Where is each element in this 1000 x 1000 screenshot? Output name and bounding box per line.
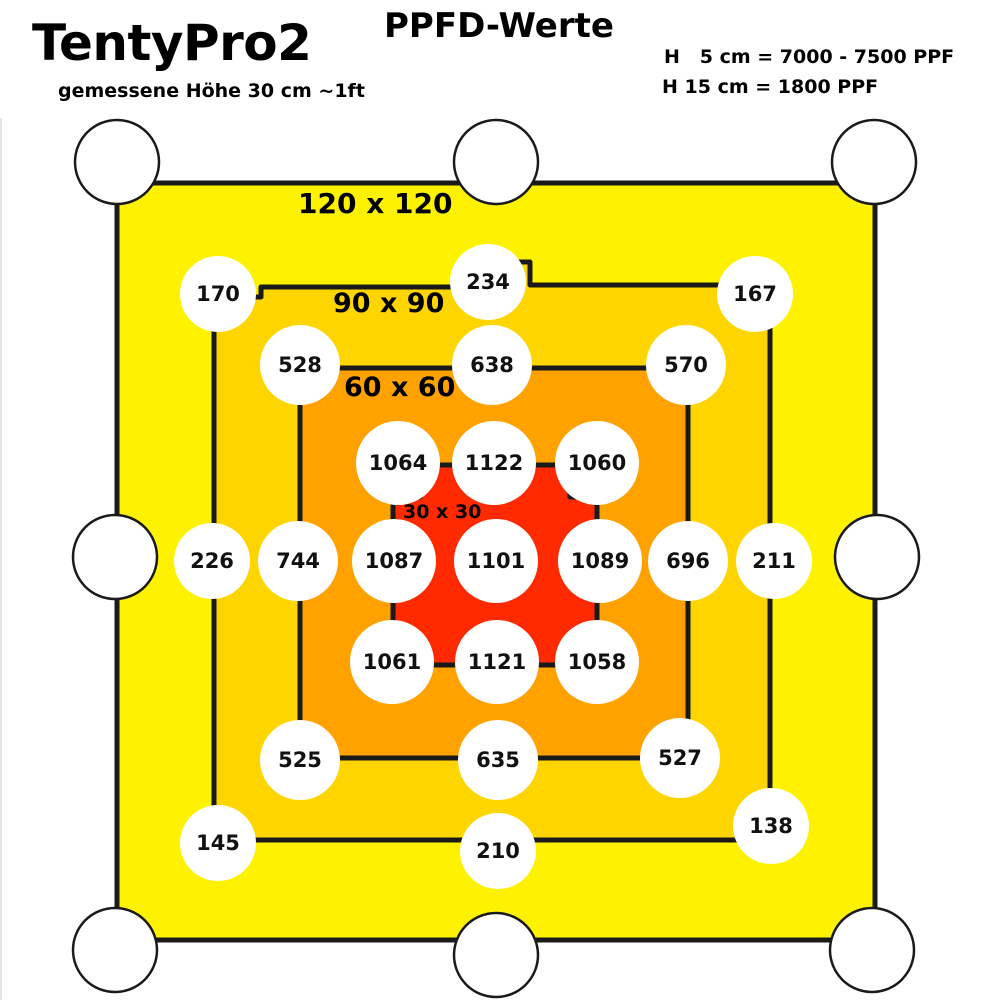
post-circle	[452, 911, 540, 999]
reading-value: 528	[278, 353, 322, 377]
chart-title: PPFD-Werte	[384, 6, 614, 46]
measurement-height-note: gemessene Höhe 30 cm ~1ft	[58, 80, 365, 102]
reading-circle	[558, 519, 642, 603]
reading-value: 1060	[568, 451, 626, 475]
reading-value: 1058	[568, 650, 626, 674]
reference-line-5cm: H 5 cm = 7000 - 7500 PPF	[664, 46, 955, 68]
reading-circle	[260, 325, 340, 405]
reading-value: 1064	[369, 451, 427, 475]
zone-label-90: 90 x 90	[333, 288, 444, 319]
reading-value: 635	[476, 748, 520, 772]
reading-circle	[258, 521, 338, 601]
post-circle	[71, 513, 159, 601]
reading-circle	[460, 813, 536, 889]
post-circle	[830, 118, 918, 206]
reading-value: 167	[733, 282, 777, 306]
reading-circle	[717, 256, 793, 332]
reading-value: 1089	[571, 549, 629, 573]
reading-circle	[180, 256, 256, 332]
reading-markers	[174, 244, 812, 889]
reading-circle	[452, 421, 536, 505]
reading-value: 525	[278, 748, 322, 772]
reading-value: 744	[276, 549, 320, 573]
reading-value: 211	[752, 549, 796, 573]
reading-value: 570	[664, 353, 708, 377]
zone-label-60: 60 x 60	[344, 372, 455, 403]
reading-value: 145	[196, 831, 240, 855]
reading-circle	[452, 325, 532, 405]
reading-circle	[458, 720, 538, 800]
reading-circle	[352, 519, 436, 603]
reading-circle	[180, 805, 256, 881]
reading-circle	[646, 325, 726, 405]
post-circle	[828, 906, 916, 994]
reading-value: 234	[466, 270, 510, 294]
post-circle	[73, 118, 161, 206]
product-title: TentyPro2	[32, 14, 312, 72]
reading-circle	[648, 521, 728, 601]
reading-value: 638	[470, 353, 514, 377]
reading-value: 1121	[468, 650, 526, 674]
reading-circle	[455, 620, 539, 704]
reading-value: 527	[658, 746, 702, 770]
reading-value: 138	[749, 814, 793, 838]
reading-value: 1061	[363, 650, 421, 674]
reading-circle	[350, 620, 434, 704]
reading-value: 1087	[365, 549, 423, 573]
reading-value: 226	[190, 549, 234, 573]
reference-line-15cm: H 15 cm = 1800 PPF	[662, 76, 879, 98]
reading-circle	[174, 523, 250, 599]
post-circle	[833, 513, 921, 601]
reading-circle	[260, 720, 340, 800]
zone-label-120: 120 x 120	[298, 187, 452, 220]
reading-circle	[733, 788, 809, 864]
reading-value: 1101	[467, 549, 525, 573]
reading-circle	[454, 519, 538, 603]
reading-values: 170 234 167 226 211 145 210 138 528 638 …	[190, 270, 796, 863]
reading-value: 210	[476, 839, 520, 863]
reading-circle	[356, 421, 440, 505]
reading-circle	[555, 421, 639, 505]
post-circle	[452, 118, 540, 206]
zone-label-30: 30 x 30	[403, 501, 481, 523]
reading-value: 1122	[465, 451, 523, 475]
reading-circle	[555, 620, 639, 704]
fixture-posts	[71, 118, 921, 999]
reading-circle	[450, 244, 526, 320]
reading-circle	[640, 718, 720, 798]
post-circle	[71, 906, 159, 994]
reading-circle	[736, 523, 812, 599]
reading-value: 170	[196, 282, 240, 306]
reading-value: 696	[666, 549, 710, 573]
